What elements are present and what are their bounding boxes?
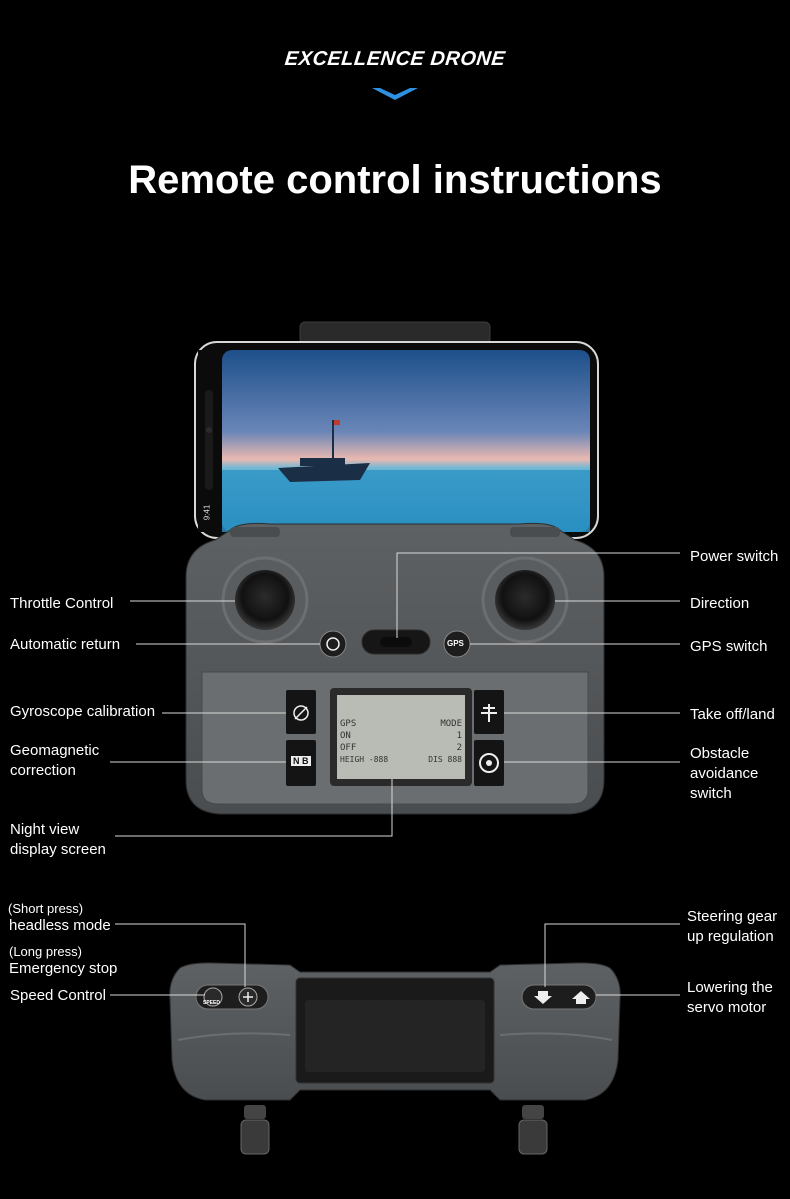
boat-image	[278, 420, 370, 482]
label-gps-switch: GPS switch	[690, 638, 768, 655]
controller-front	[185, 522, 605, 815]
smartphone	[194, 341, 599, 539]
label-up-regulation: up regulation	[687, 928, 774, 945]
label-headless-mode: headless mode	[9, 917, 111, 934]
label-avoidance: avoidance	[690, 765, 759, 782]
lcd-mode-2: 2	[456, 743, 462, 753]
label-automatic-return: Automatic return	[10, 636, 121, 653]
label-short-press: (Short press)	[8, 901, 84, 916]
lcd-on: ON	[340, 731, 351, 741]
controller-top-view	[169, 962, 621, 1155]
throttle-stick	[235, 570, 295, 630]
label-lowering-the: Lowering the	[687, 979, 773, 996]
phone-clamp	[299, 321, 491, 345]
label-servo-motor: servo motor	[687, 999, 767, 1016]
label-power-switch: Power switch	[690, 548, 779, 565]
speed-button-label: SPEED	[203, 1000, 220, 1006]
label-take-off-land: Take off/land	[690, 706, 775, 723]
right-stick-knob	[518, 1119, 548, 1155]
page-title: Remote control instructions	[128, 158, 662, 202]
return-home-icon	[319, 630, 347, 658]
direction-stick	[495, 570, 555, 630]
lcd-off: OFF	[340, 743, 357, 753]
label-steering-gear: Steering gear	[687, 908, 778, 925]
lcd-readout: GPS MODE ON 1 OFF 2 HEIGH -888 DIS 888	[340, 718, 462, 766]
label-throttle-control: Throttle Control	[10, 595, 114, 612]
arrow-down-icon	[534, 991, 552, 1004]
label-display-screen: display screen	[10, 841, 106, 858]
label-switch: switch	[690, 785, 732, 802]
label-geomagnetic: Geomagnetic	[10, 742, 100, 759]
lcd-height: HEIGH -888	[340, 755, 389, 764]
gps-button-label: GPS	[447, 639, 464, 648]
lcd-mode-1: 1	[456, 731, 462, 741]
lcd-distance: DIS 888	[428, 755, 462, 764]
label-emergency-stop: Emergency stop	[9, 960, 118, 977]
lcd-screen	[337, 695, 465, 779]
label-night-view: Night view	[10, 821, 80, 838]
nb-button-label: N B	[291, 756, 311, 766]
left-stick-knob	[240, 1119, 270, 1155]
chevron-down-icon	[372, 88, 418, 100]
speed-icon	[203, 987, 223, 1007]
label-speed-control: Speed Control	[10, 987, 106, 1004]
callout-lines	[110, 552, 680, 996]
lcd-mode: MODE	[440, 719, 462, 729]
label-direction: Direction	[690, 595, 750, 612]
label-long-press: (Long press)	[9, 944, 82, 959]
phone-status-time: 9:41	[202, 504, 212, 521]
label-correction: correction	[10, 762, 76, 779]
label-gyroscope-calibration: Gyroscope calibration	[10, 703, 156, 720]
label-obstacle: Obstacle	[690, 745, 750, 762]
arrow-up-icon	[572, 991, 590, 1004]
lcd-gps: GPS	[340, 719, 357, 729]
